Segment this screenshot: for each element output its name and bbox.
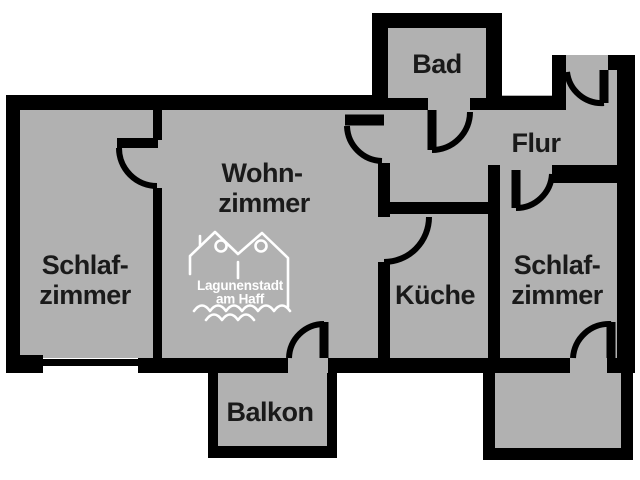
label-schlafzimmer-left: Schlaf- zimmer	[39, 250, 132, 310]
door-arc	[564, 71, 605, 107]
door-schlafzimmer-left	[116, 138, 158, 189]
floor-bad	[372, 13, 502, 110]
wall-terrace-bottom	[483, 448, 633, 460]
wall-terrace-left	[483, 373, 495, 460]
label-line: zimmer	[511, 280, 604, 310]
label-line: Küche	[395, 280, 476, 310]
wall-terrace-right	[621, 373, 633, 460]
wall-bottom-corner-right	[607, 358, 635, 373]
wall-exterior-top-left	[6, 95, 372, 110]
label-line: Bad	[412, 49, 462, 79]
walls	[6, 13, 635, 460]
label-schlafzimmer-right: Schlaf- zimmer	[511, 250, 604, 310]
wall-kueche-right	[488, 165, 500, 358]
logo-roofs	[188, 230, 290, 309]
door-arc	[286, 321, 325, 359]
door-flur-schlafzimmer-right	[511, 170, 555, 212]
wall-divider-left-lower	[153, 188, 162, 358]
logo-text-line2: am Haff	[216, 292, 265, 307]
window-schlafzimmer-left	[43, 359, 138, 366]
wall-entry-left	[552, 55, 566, 110]
logo-window-left	[214, 239, 228, 253]
door-terrace	[570, 320, 616, 359]
wall-bottom-wohnzimmer	[138, 358, 288, 373]
label-flur: Flur	[512, 128, 562, 158]
wall-exterior-right	[617, 55, 635, 373]
floor-balkon	[208, 358, 337, 458]
door-arc	[431, 111, 473, 153]
door-bad	[427, 110, 473, 153]
wall-divider-left-upper	[153, 110, 162, 140]
label-line: Balkon	[226, 397, 313, 427]
label-balkon: Balkon	[226, 397, 314, 427]
door-wohnzimmer-kueche	[383, 216, 432, 265]
logo: Lagunenstadt am Haff	[188, 230, 292, 322]
label-line: zimmer	[39, 280, 132, 310]
logo-houses-icon	[188, 230, 292, 322]
door-arc	[515, 173, 555, 212]
logo-wave-lower	[204, 313, 256, 322]
door-arc	[116, 147, 158, 189]
room-labels: Schlaf- zimmer Wohn- zimmer Bad Flur Küc…	[39, 49, 604, 427]
door-entry	[564, 70, 609, 107]
wall-balkon-left	[208, 373, 218, 458]
label-bad: Bad	[412, 49, 462, 79]
door-wohnzimmer-flur	[344, 114, 384, 164]
doors	[116, 70, 616, 359]
door-arc	[570, 320, 612, 359]
wall-bad-top	[372, 13, 502, 28]
floor-areas	[6, 13, 635, 460]
logo-text-line1: Lagunenstadt	[197, 278, 284, 293]
logo-wave-upper	[192, 304, 292, 313]
wall-kueche-top	[378, 202, 500, 214]
door-arc	[344, 125, 383, 164]
label-line: Wohn-	[222, 158, 303, 188]
label-line: zimmer	[218, 188, 311, 218]
wall-bottom-kueche	[328, 358, 570, 373]
label-line: Schlaf-	[514, 250, 601, 280]
wall-bad-right	[486, 13, 502, 110]
door-arc	[383, 216, 432, 265]
wall-balkon-right	[327, 373, 337, 458]
wall-balkon-bottom	[208, 446, 337, 458]
label-wohnzimmer: Wohn- zimmer	[218, 158, 311, 218]
wall-bottom-corner-left	[6, 355, 43, 373]
label-line: Flur	[512, 128, 562, 158]
wall-exterior-top-mid	[502, 96, 566, 110]
label-line: Schlaf-	[42, 250, 129, 280]
wall-wohnzimmer-right-lower	[378, 262, 390, 358]
logo-window-right	[254, 239, 268, 253]
wall-flur-bottom	[552, 165, 617, 183]
wall-exterior-left	[6, 95, 20, 373]
floor-main	[6, 95, 635, 358]
floor-terrace	[483, 358, 633, 460]
door-balkon	[286, 321, 329, 359]
wall-bad-left	[372, 13, 388, 110]
wall-bad-bottom-right	[470, 98, 486, 110]
wall-bad-bottom-left	[388, 98, 428, 110]
label-kueche: Küche	[395, 280, 476, 310]
